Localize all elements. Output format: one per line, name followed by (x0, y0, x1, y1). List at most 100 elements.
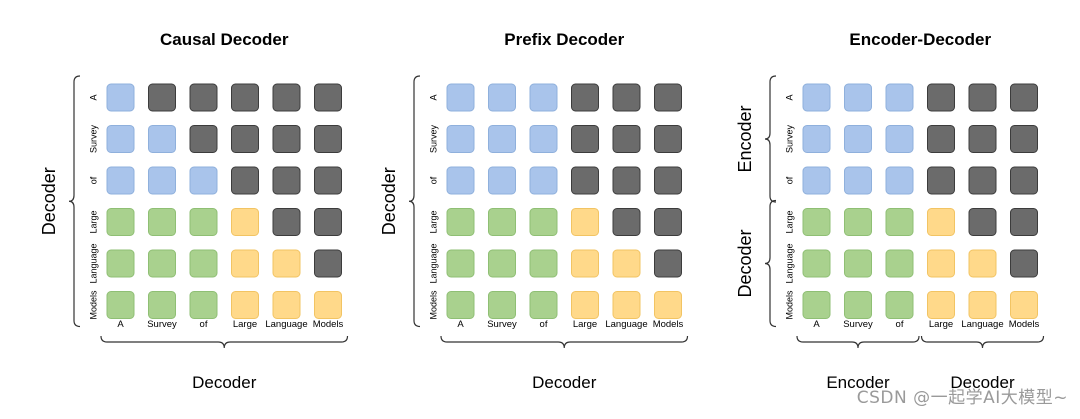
mask-cell-encdec-r4-c0 (802, 249, 831, 278)
col-token-causal-5: Models (313, 319, 344, 330)
mask-cell-prefix-r4-c3 (571, 249, 599, 278)
col-token-causal-4: Language (265, 319, 307, 330)
mask-cell-prefix-r2-c0 (446, 166, 475, 195)
row-brace-causal-0 (68, 75, 81, 328)
mask-cell-prefix-r5-c4 (612, 291, 641, 319)
mask-cell-encdec-r3-c0 (802, 208, 831, 236)
row-token-causal-4: Language (88, 243, 98, 283)
mask-cell-causal-r1-c1 (148, 125, 176, 153)
mask-cell-causal-r3-c0 (106, 208, 135, 236)
mask-cell-prefix-r4-c5 (654, 249, 682, 278)
mask-cell-causal-r3-c1 (148, 208, 176, 236)
mask-cell-encdec-r2-c0 (802, 166, 831, 195)
mask-cell-prefix-r5-c5 (654, 291, 682, 319)
mask-cell-encdec-r1-c1 (844, 125, 872, 153)
row-token-prefix-2: of (428, 176, 438, 184)
mask-cell-encdec-r1-c3 (927, 125, 955, 153)
mask-cell-encdec-r4-c2 (885, 249, 914, 278)
mask-cell-prefix-r4-c1 (488, 249, 516, 278)
mask-cell-encdec-r5-c5 (1010, 291, 1038, 319)
mask-cell-prefix-r0-c1 (488, 83, 516, 112)
mask-cell-encdec-r2-c3 (927, 166, 955, 195)
mask-cell-causal-r3-c4 (272, 208, 301, 236)
mask-cell-encdec-r2-c5 (1010, 166, 1038, 195)
mask-cell-prefix-r0-c3 (571, 83, 599, 112)
mask-cell-causal-r5-c1 (148, 291, 176, 319)
mask-cell-prefix-r1-c0 (446, 125, 475, 153)
mask-cell-encdec-r5-c4 (968, 291, 997, 319)
row-group-label-prefix-0: Decoder (379, 167, 399, 235)
row-brace-prefix-0 (408, 75, 421, 328)
mask-cell-causal-r5-c2 (189, 291, 218, 319)
mask-cell-encdec-r4-c5 (1010, 249, 1038, 278)
mask-cell-causal-r4-c0 (106, 249, 135, 278)
mask-cell-encdec-r1-c0 (802, 125, 831, 153)
mask-cell-prefix-r0-c0 (446, 83, 475, 112)
mask-cell-causal-r0-c4 (272, 83, 301, 112)
mask-cell-causal-r4-c2 (189, 249, 218, 278)
mask-cell-prefix-r3-c2 (529, 208, 558, 236)
row-token-prefix-4: Language (428, 243, 438, 283)
mask-cell-encdec-r1-c4 (968, 125, 997, 153)
mask-cell-prefix-r4-c4 (612, 249, 641, 278)
mask-cell-causal-r1-c5 (314, 125, 342, 153)
col-token-causal-2: of (200, 319, 208, 330)
mask-cell-encdec-r5-c3 (927, 291, 955, 319)
row-token-prefix-1: Survey (428, 124, 438, 153)
panel-title-encdec: Encoder-Decoder (849, 30, 991, 49)
mask-cell-prefix-r3-c3 (571, 208, 599, 236)
col-token-encdec-1: Survey (843, 319, 873, 330)
mask-cell-encdec-r5-c2 (885, 291, 914, 319)
row-group-label-encdec-1: Decoder (735, 229, 755, 297)
mask-cell-prefix-r3-c0 (446, 208, 475, 236)
mask-cell-causal-r1-c2 (189, 125, 218, 153)
mask-cell-causal-r2-c3 (231, 166, 259, 195)
row-token-encdec-1: Survey (784, 124, 794, 153)
mask-cell-encdec-r5-c0 (802, 291, 831, 319)
mask-cell-encdec-r4-c3 (927, 249, 955, 278)
col-token-causal-0: A (117, 319, 124, 330)
mask-cell-encdec-r3-c5 (1010, 208, 1038, 236)
mask-cell-causal-r2-c5 (314, 166, 342, 195)
row-token-prefix-0: A (428, 94, 438, 100)
mask-cell-prefix-r5-c2 (529, 291, 558, 319)
mask-cell-causal-r2-c2 (189, 166, 218, 195)
mask-cell-causal-r3-c5 (314, 208, 342, 236)
mask-cell-encdec-r5-c1 (844, 291, 872, 319)
mask-cell-causal-r4-c1 (148, 249, 176, 278)
mask-cell-encdec-r3-c1 (844, 208, 872, 236)
mask-cell-causal-r1-c4 (272, 125, 301, 153)
col-token-prefix-4: Language (605, 319, 647, 330)
mask-cell-causal-r5-c5 (314, 291, 342, 319)
mask-cell-prefix-r4-c0 (446, 249, 475, 278)
row-token-causal-3: Large (88, 210, 98, 233)
row-token-causal-0: A (88, 94, 98, 100)
mask-cell-causal-r1-c3 (231, 125, 259, 153)
mask-cell-causal-r4-c3 (231, 249, 259, 278)
mask-cell-causal-r2-c0 (106, 166, 135, 195)
mask-cell-prefix-r2-c1 (488, 166, 516, 195)
mask-cell-encdec-r0-c4 (968, 83, 997, 112)
mask-cell-encdec-r3-c2 (885, 208, 914, 236)
row-token-causal-2: of (88, 176, 98, 184)
mask-cell-prefix-r0-c2 (529, 83, 558, 112)
row-token-encdec-3: Large (784, 210, 794, 233)
col-token-encdec-4: Language (961, 319, 1003, 330)
col-token-prefix-3: Large (573, 319, 597, 330)
row-token-prefix-3: Large (428, 210, 438, 233)
mask-cell-encdec-r0-c2 (885, 83, 914, 112)
mask-cell-encdec-r4-c4 (968, 249, 997, 278)
mask-cell-prefix-r5-c1 (488, 291, 516, 319)
mask-cell-causal-r0-c5 (314, 83, 342, 112)
row-token-encdec-5: Models (784, 290, 794, 320)
mask-cell-encdec-r2-c1 (844, 166, 872, 195)
mask-cell-causal-r4-c4 (272, 249, 301, 278)
mask-cell-causal-r3-c3 (231, 208, 259, 236)
mask-cell-prefix-r5-c3 (571, 291, 599, 319)
col-brace-encdec-0 (796, 335, 920, 349)
mask-cell-encdec-r0-c3 (927, 83, 955, 112)
col-token-encdec-3: Large (929, 319, 953, 330)
mask-cell-prefix-r2-c5 (654, 166, 682, 195)
mask-cell-encdec-r4-c1 (844, 249, 872, 278)
col-token-causal-1: Survey (147, 319, 177, 330)
